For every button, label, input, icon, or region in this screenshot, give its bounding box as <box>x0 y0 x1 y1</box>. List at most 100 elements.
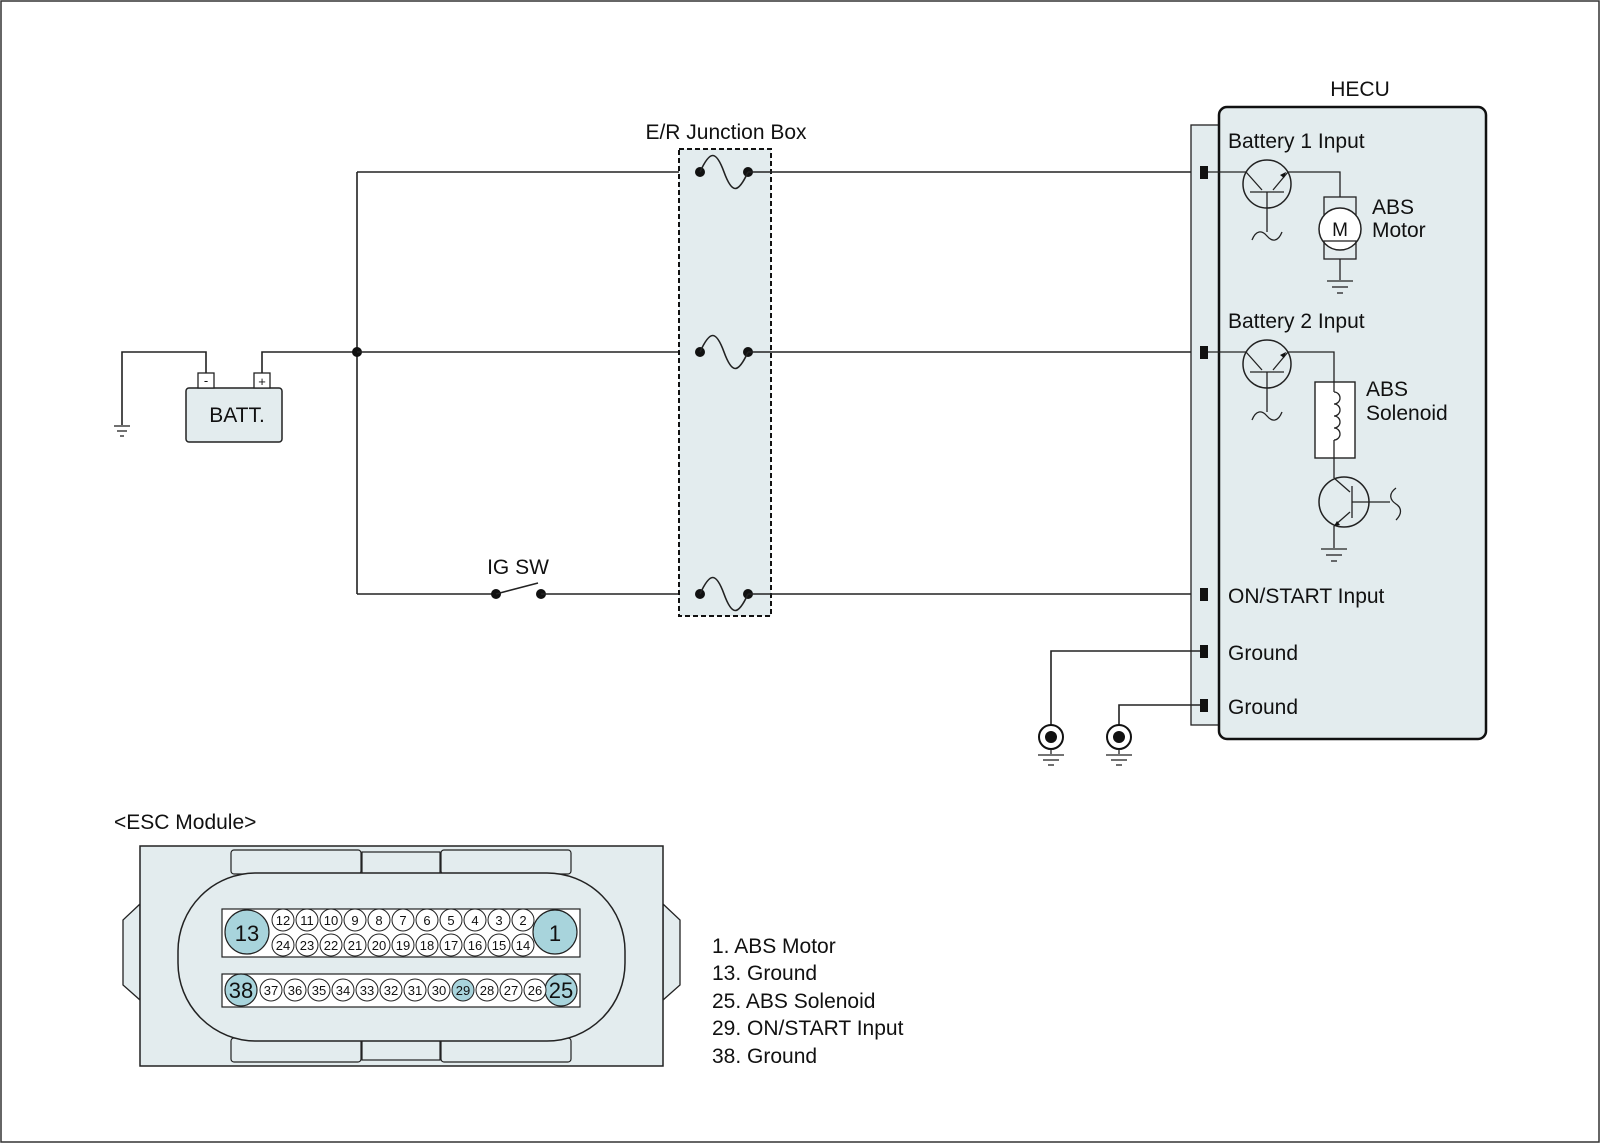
pin-23 <box>295 933 319 957</box>
hecu-pin-ground2 <box>1200 699 1208 712</box>
chassis-ground-2-icon <box>1106 724 1132 766</box>
legend-item-29: 29. ON/START Input <box>712 1017 904 1040</box>
pin-32 <box>379 978 403 1002</box>
pin-label-37: 37 <box>264 983 278 998</box>
svg-text:13: 13 <box>235 921 259 946</box>
pin-label-17: 17 <box>444 938 458 953</box>
pin-16 <box>463 933 487 957</box>
battery-neg-symbol: - <box>204 373 208 388</box>
pin-27 <box>499 978 523 1002</box>
chassis-ground-1-icon <box>1038 724 1064 766</box>
junction-box <box>678 148 772 617</box>
hecu-pin-on-start <box>1200 588 1208 601</box>
pin-label-35: 35 <box>312 983 326 998</box>
big-pin-13: 13 <box>224 909 270 955</box>
pin-label-18: 18 <box>420 938 434 953</box>
pin-19 <box>391 933 415 957</box>
hecu-pin-ground1 <box>1200 645 1208 658</box>
on-start-input-label: ON/START Input <box>1228 585 1385 608</box>
pin-label-16: 16 <box>468 938 482 953</box>
pin-31 <box>403 978 427 1002</box>
pin-label-30: 30 <box>432 983 446 998</box>
pin-label-7: 7 <box>399 913 406 928</box>
pin-label-34: 34 <box>336 983 350 998</box>
pin-legend: 1. ABS Motor 13. Ground 25. ABS Solenoid… <box>712 935 904 1068</box>
legend-item-25: 25. ABS Solenoid <box>712 990 875 1013</box>
pin-label-32: 32 <box>384 983 398 998</box>
transistor-2-icon <box>1242 339 1292 421</box>
pin-4 <box>463 908 487 932</box>
pin-26 <box>523 978 547 1002</box>
ig-switch <box>491 582 546 599</box>
junction-box-label: E/R Junction Box <box>645 121 807 144</box>
pin-22 <box>319 933 343 957</box>
transistor-1-icon <box>1242 159 1292 241</box>
pin-label-8: 8 <box>375 913 382 928</box>
pin-label-24: 24 <box>276 938 290 953</box>
abs-motor-label-line1: ABS <box>1372 196 1414 219</box>
pin-17 <box>439 933 463 957</box>
hecu-pin-battery2 <box>1200 346 1208 359</box>
pin-29 <box>451 978 475 1002</box>
pin-label-6: 6 <box>423 913 430 928</box>
hecu-pin-battery1 <box>1200 166 1208 179</box>
svg-text:25: 25 <box>549 978 573 1003</box>
pin-label-29: 29 <box>456 983 470 998</box>
pin-15 <box>487 933 511 957</box>
pin-33 <box>355 978 379 1002</box>
abs-solenoid-label-line2: Solenoid <box>1366 402 1448 425</box>
legend-item-13: 13. Ground <box>712 962 817 985</box>
big-pin-38: 38 <box>224 973 259 1007</box>
battery-ground-icon <box>114 425 130 437</box>
ground1-wire <box>1050 650 1200 725</box>
ground1-label: Ground <box>1228 642 1298 665</box>
pin-24 <box>271 933 295 957</box>
pin-label-4: 4 <box>471 913 478 928</box>
pin-35 <box>307 978 331 1002</box>
pin-3 <box>487 908 511 932</box>
battery: - + BATT. <box>185 372 283 443</box>
pin-label-26: 26 <box>528 983 542 998</box>
pin-label-3: 3 <box>495 913 502 928</box>
pin-6 <box>415 908 439 932</box>
big-pin-1: 1 <box>532 909 578 955</box>
pin-5 <box>439 908 463 932</box>
pin-36 <box>283 978 307 1002</box>
pin-label-22: 22 <box>324 938 338 953</box>
pin-10 <box>319 908 343 932</box>
battery-positive-wire <box>261 351 357 373</box>
pin-37 <box>259 978 283 1002</box>
pin-label-28: 28 <box>480 983 494 998</box>
pin-label-31: 31 <box>408 983 422 998</box>
pin-7 <box>391 908 415 932</box>
pin-label-11: 11 <box>300 913 314 928</box>
battery-label: BATT. <box>209 404 265 427</box>
pin-label-12: 12 <box>276 913 290 928</box>
pin-21 <box>343 933 367 957</box>
pin-label-19: 19 <box>396 938 410 953</box>
ig-switch-label: IG SW <box>487 556 549 579</box>
battery-pos-symbol: + <box>258 374 266 389</box>
pin-20 <box>367 933 391 957</box>
abs-motor-icon <box>1318 196 1362 294</box>
transistor-3-icon <box>1318 476 1402 562</box>
b1-wire-to-motor <box>1288 171 1341 197</box>
svg-text:38: 38 <box>229 978 253 1003</box>
abs-solenoid-label-line1: ABS <box>1366 378 1408 401</box>
pin-label-15: 15 <box>492 938 506 953</box>
motor-symbol: M <box>1332 220 1348 241</box>
abs-motor-label-line2: Motor <box>1372 219 1426 242</box>
pin-label-20: 20 <box>372 938 386 953</box>
pin-9 <box>343 908 367 932</box>
abs-solenoid-icon <box>1314 381 1356 459</box>
pin-label-36: 36 <box>288 983 302 998</box>
pin-28 <box>475 978 499 1002</box>
battery2-input-label: Battery 2 Input <box>1228 310 1365 333</box>
hecu-connector-strip <box>1190 124 1220 726</box>
pin-18 <box>415 933 439 957</box>
pin-2 <box>511 908 535 932</box>
